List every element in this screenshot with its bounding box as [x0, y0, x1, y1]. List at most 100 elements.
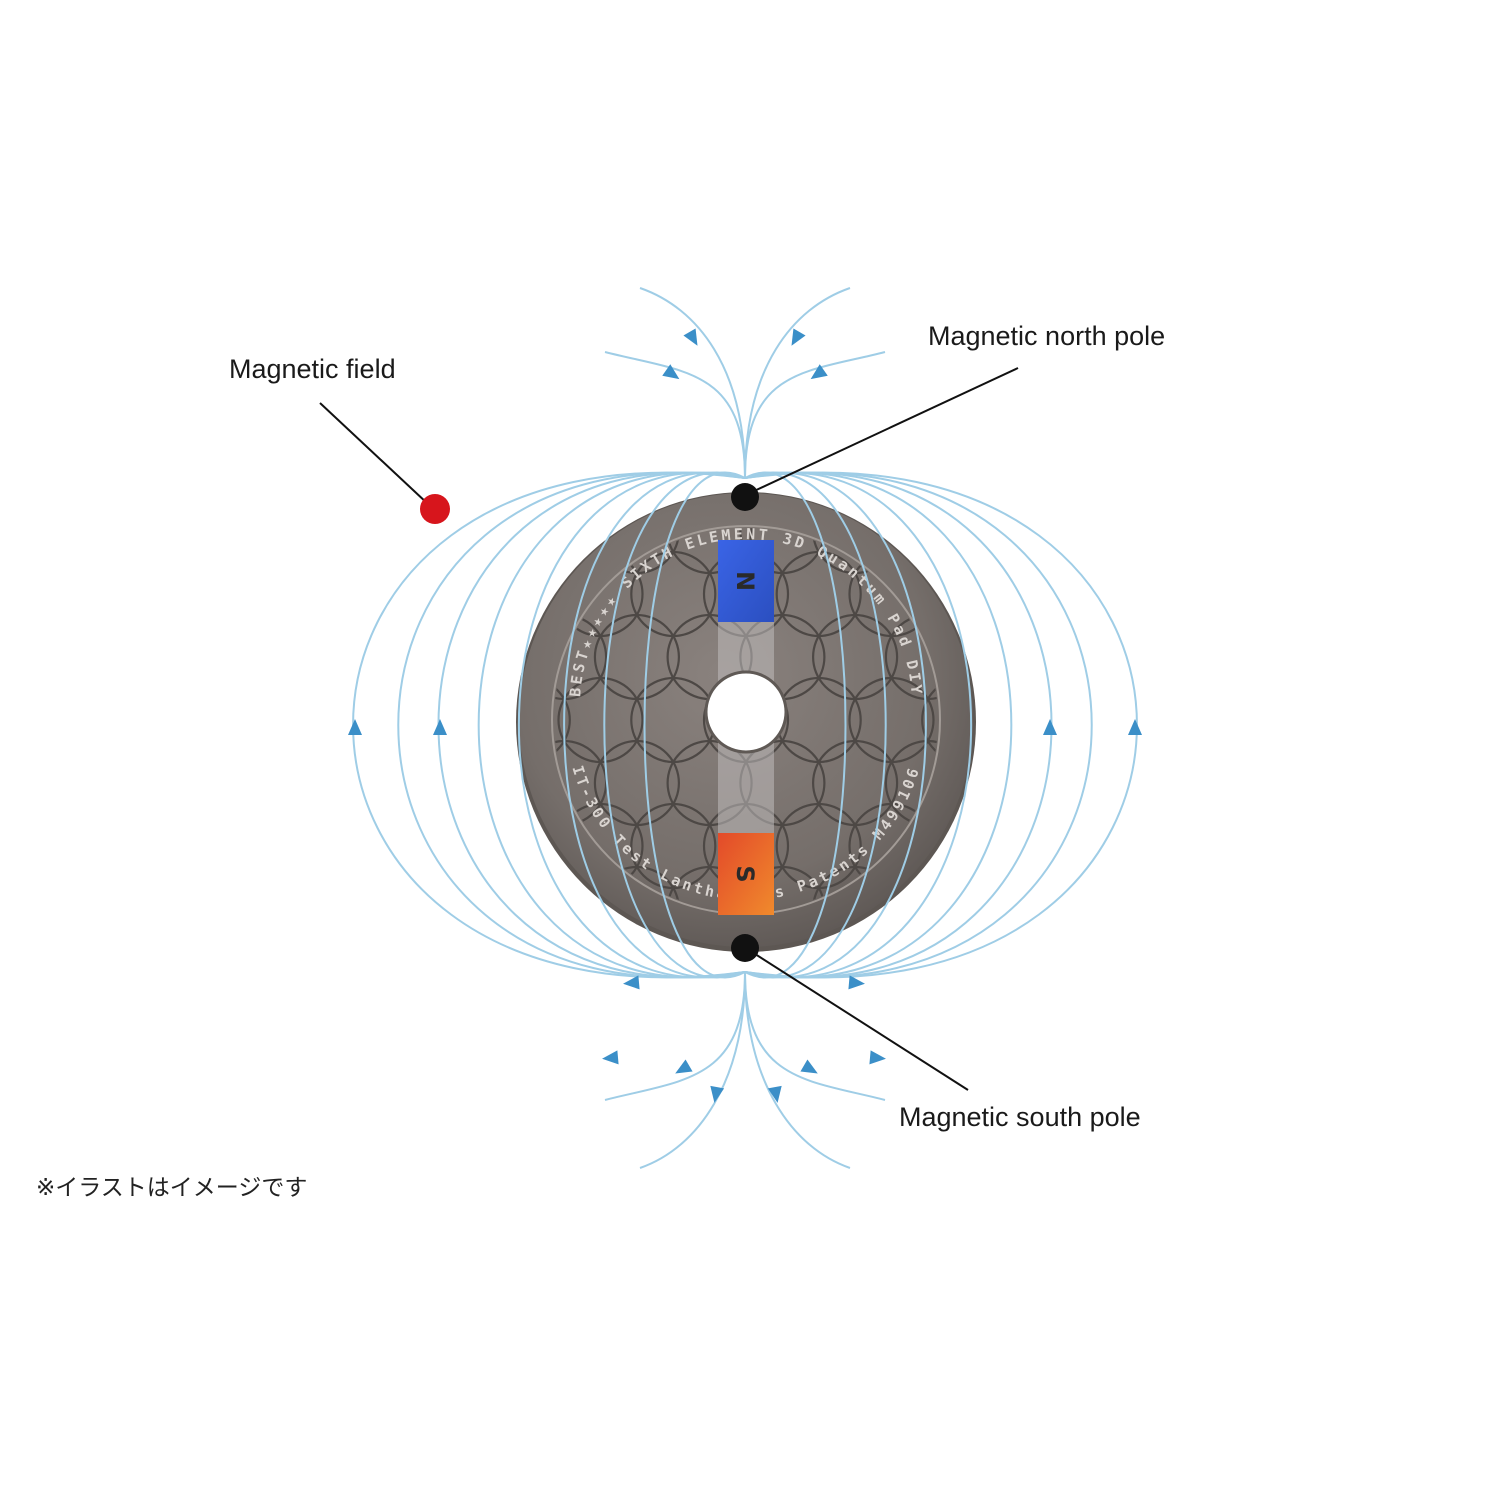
- pattern-circle: [921, 676, 938, 764]
- pattern-circle: [486, 300, 570, 384]
- pattern-circle: [1068, 426, 1152, 510]
- pattern-circle: [268, 804, 352, 888]
- pattern-circle: [559, 300, 643, 384]
- field-label: Magnetic field: [229, 354, 396, 384]
- field-line-top: [744, 287, 851, 479]
- pattern-circle: [413, 804, 497, 888]
- field-line-left: [477, 471, 746, 979]
- field-line-bottom: [744, 971, 851, 1169]
- pattern-circle: [449, 363, 533, 447]
- pattern-circle: [413, 300, 497, 384]
- field-marker: [420, 494, 450, 524]
- pattern-circle: [886, 363, 970, 447]
- field-line-left: [643, 471, 746, 979]
- pattern-circle: [554, 676, 571, 764]
- coin-center-hole: [704, 670, 788, 754]
- pattern-circle: [1104, 615, 1188, 699]
- pattern-circle: [1068, 552, 1152, 636]
- pattern-circle: [1031, 867, 1115, 951]
- field-arrow-top: [683, 328, 698, 346]
- field-line-right: [744, 471, 973, 979]
- pattern-circle: [813, 993, 897, 1077]
- field-arrow-top: [791, 328, 806, 346]
- field-line-right: [744, 471, 847, 979]
- pattern-circle: [1141, 552, 1225, 636]
- field-arrow-right: [1128, 719, 1142, 735]
- field-line-top: [604, 351, 746, 479]
- pattern-circle: [850, 300, 934, 384]
- field-line-right: [744, 471, 1093, 979]
- pattern-circle: [1177, 867, 1261, 951]
- pattern-circle: [377, 993, 461, 1077]
- magnet-north-end: [718, 540, 774, 622]
- field-direction-arrows: [348, 328, 1142, 1103]
- field-line-bottom: [604, 971, 746, 1101]
- south-pole-marker: [731, 934, 759, 962]
- field-line-right: [744, 471, 887, 979]
- pattern-circle: [340, 1056, 424, 1140]
- north-pole-leader-line: [751, 367, 1019, 493]
- pattern-circle: [449, 993, 533, 1077]
- field-leader-line: [319, 402, 429, 505]
- pattern-circle: [1177, 741, 1261, 825]
- field-arrow-left: [433, 719, 447, 735]
- north-pole-marker: [731, 483, 759, 511]
- pattern-circle: [668, 363, 752, 447]
- pattern-circle: [268, 930, 352, 1014]
- pattern-circle: [268, 426, 352, 510]
- pattern-circle: [1104, 867, 1188, 951]
- pattern-circle: [1104, 993, 1188, 1077]
- pattern-circle: [304, 741, 388, 825]
- pattern-circle: [304, 867, 388, 951]
- pattern-circle: [1031, 741, 1115, 825]
- pattern-circle: [1104, 363, 1188, 447]
- pattern-circle: [304, 489, 388, 573]
- south-pole-label: Magnetic south pole: [899, 1102, 1141, 1132]
- field-line-top: [639, 287, 746, 479]
- pattern-circle: [413, 678, 497, 762]
- pattern-circle: [377, 741, 461, 825]
- pattern-circle: [1141, 1056, 1225, 1140]
- field-arrow-bottom: [767, 1085, 782, 1103]
- pattern-circle: [995, 930, 1079, 1014]
- pattern-circle: [1031, 363, 1115, 447]
- field-line-right: [744, 471, 927, 979]
- pattern-circle: [522, 993, 606, 1077]
- pattern-circle: [704, 300, 788, 384]
- pattern-circle: [486, 1056, 570, 1140]
- pattern-circle: [1141, 804, 1225, 888]
- field-arrow-bottom: [623, 975, 640, 990]
- field-arrow-bottom: [848, 975, 865, 990]
- pattern-circle: [340, 804, 424, 888]
- pattern-circle: [377, 489, 461, 573]
- field-arrow-bottom: [710, 1085, 725, 1103]
- pattern-circle: [486, 426, 570, 510]
- pattern-circle: [377, 867, 461, 951]
- magnet-south-end: [718, 833, 774, 915]
- pattern-circle: [268, 1056, 352, 1140]
- pattern-circle: [1031, 993, 1115, 1077]
- pattern-circle: [995, 678, 1079, 762]
- pattern-circle: [1177, 489, 1261, 573]
- pattern-circle: [340, 426, 424, 510]
- pattern-circle: [1141, 426, 1225, 510]
- field-line-bottom: [639, 971, 746, 1169]
- field-arrow-top: [662, 364, 680, 380]
- pattern-circle: [268, 552, 352, 636]
- pattern-circle: [1141, 678, 1225, 762]
- pattern-circle: [413, 930, 497, 1014]
- field-line-left: [397, 471, 746, 979]
- pattern-circle: [995, 552, 1079, 636]
- pattern-circle: [740, 993, 824, 1077]
- field-arrow-left: [348, 719, 362, 735]
- pattern-circle: [1068, 930, 1152, 1014]
- pattern-circle: [377, 615, 461, 699]
- pattern-circle: [1177, 615, 1261, 699]
- pattern-circle: [631, 1056, 715, 1140]
- pattern-circle: [1031, 489, 1115, 573]
- magnet-north-letter: N: [731, 571, 759, 591]
- south-pole-leader-line: [751, 951, 969, 1091]
- field-arrow-right: [1043, 719, 1057, 735]
